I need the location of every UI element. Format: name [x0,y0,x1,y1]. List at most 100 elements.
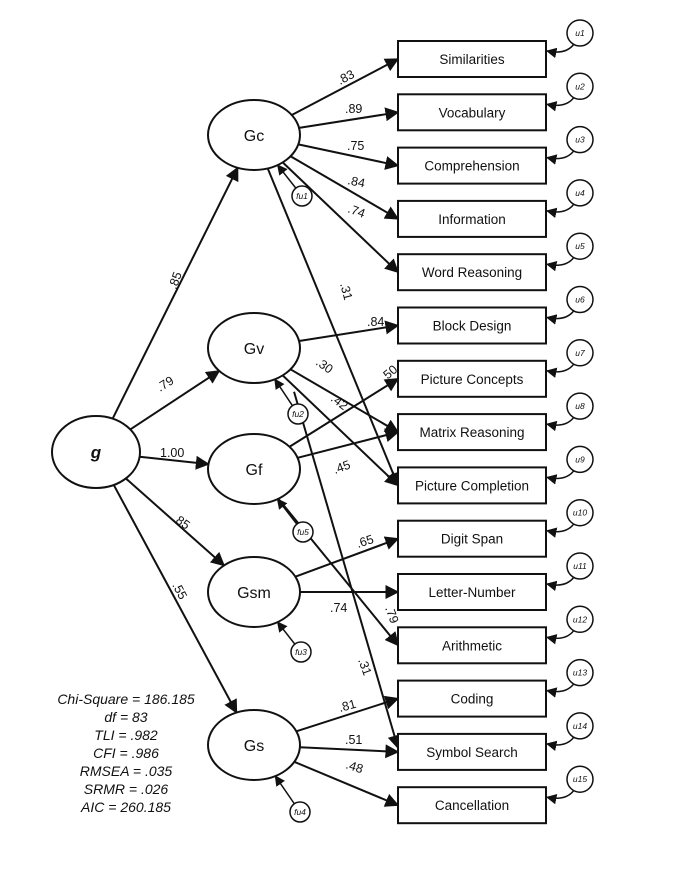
error-label-u1: u1 [575,28,585,38]
path-g-to-gsm [125,477,226,567]
residual-fu5: fu5 [292,521,314,543]
subtest-box-information [397,199,547,238]
subtest-box-picture-completion [397,466,547,505]
error-arrow-u7 [545,363,575,378]
coefficient-labels: .85 .79 1.00 .85 .55 .83 .89 .75 .84 .74… [154,67,401,776]
loading-gf-matrix-reasoning: .45 [331,458,352,477]
factor-gf: Gf [207,433,301,505]
loading-path-gc-information [290,155,400,220]
subtest-label-digit-span: Digit Span [441,532,503,547]
factor-gsm: Gsm [207,556,301,628]
error-circle-u11 [566,552,594,580]
general-factor-label: g [90,443,102,462]
residual-fu2: fu2 [287,403,309,425]
error-circle-u6 [566,285,594,314]
g-loading-gv: .79 [154,373,176,394]
loading-path-gc-similarities [291,58,400,116]
error-label-u10: u10 [573,508,587,518]
subtest-label-block-design: Block Design [433,319,512,334]
fit-statistics: Chi-Square = 186.185 df = 83 TLI = .982 … [57,691,195,815]
loading-path-gf-arithmetic [277,498,399,647]
loading-block-design: .84 [367,315,384,329]
subtest-box-comprehension [397,146,547,185]
error-arrow-u13 [545,683,575,698]
loading-path-gs-coding [296,695,400,733]
error-circle-u1 [566,19,594,47]
loading-path-gv-picture-completion [281,374,400,487]
error-circle-u9 [566,445,594,474]
error-label-u15: u15 [573,774,587,784]
loading-path-gs-cancellation [293,760,400,807]
path-arrows [111,43,575,807]
error-circle-u2 [566,72,594,101]
factor-gc: Gc [207,99,301,171]
loading-comprehension: .75 [347,139,364,153]
loading-cancellation: .48 [344,758,365,777]
loading-path-gc-vocabulary [298,107,400,129]
residual-fu3: fu3 [290,641,312,663]
general-factor-g: g [51,415,141,489]
residual-label-fu3: fu3 [295,647,307,657]
loading-picture-concepts: .50 [378,362,400,384]
loading-digit-span: .65 [355,532,376,551]
residual-arrow-fu5 [276,498,298,525]
subtest-box-similarities [397,40,547,78]
residual-label-fu2: fu2 [292,409,304,419]
fit-rmsea: RMSEA = .035 [80,763,173,779]
loading-letter-number: .74 [330,601,347,615]
subtest-label-symbol-search: Symbol Search [426,745,518,760]
loading-symbol-search: .51 [345,733,362,747]
subtest-label-matrix-reasoning: Matrix Reasoning [419,425,524,440]
subtest-box-letter-number [397,573,547,611]
subtest-box-matrix-reasoning [397,413,547,452]
subtest-label-picture-concepts: Picture Concepts [421,372,524,387]
error-circle-u3 [566,125,594,154]
residual-arrow-fu2 [274,378,294,407]
error-arrow-u3 [545,150,575,165]
subtest-box-block-design [397,306,547,345]
fit-tli: TLI = .982 [94,727,158,743]
path-g-to-gc [111,166,239,420]
fit-srmr: SRMR = .026 [84,781,169,797]
g-loading-gf: 1.00 [160,446,184,460]
loading-path-gv-block-design [298,320,400,342]
loading-arithmetic: .79 [382,604,401,625]
loading-cross-extra: .31 [355,656,374,677]
factor-label-gsm: Gsm [237,585,271,602]
loading-path-gv-matrix-reasoning [289,368,400,433]
subtest-box-symbol-search [397,732,547,771]
factor-gs: Gs [207,709,301,781]
loading-information: .84 [346,173,366,190]
factor-label-gf: Gf [246,462,263,479]
error-label-u7: u7 [575,348,585,358]
error-circle-u8 [566,392,594,420]
subtest-label-arithmetic: Arithmetic [442,638,502,653]
error-circle-u5 [566,232,594,260]
error-label-u5: u5 [575,241,585,251]
loading-similarities: .83 [335,67,357,88]
error-circle-u4 [566,179,594,207]
error-label-u14: u14 [573,721,587,731]
loading-coding: .81 [337,697,357,715]
error-arrow-u6 [545,310,575,325]
residual-fu1: fu1 [291,185,313,207]
error-circle-u14 [566,712,594,740]
error-arrow-u9 [545,469,575,485]
g-loading-gs: .55 [169,580,190,602]
g-loading-gsm: .85 [170,511,192,532]
subtest-label-cancellation: Cancellation [435,798,509,813]
error-label-u3: u3 [575,135,585,145]
residual-fu4: fu4 [289,801,311,823]
error-arrow-u1 [545,43,575,59]
error-circle-u12 [566,605,594,634]
error-label-u8: u8 [575,401,585,411]
loading-path-gc-word-reasoning [282,161,400,274]
loading-path-cross-extra [293,391,402,750]
fit-chi-square: Chi-Square = 186.185 [57,691,195,707]
factor-label-gs: Gs [244,738,264,755]
path-g-to-gs [112,484,238,714]
residual-arrow-fu3 [276,621,296,645]
subtest-box-digit-span [397,519,547,558]
subtest-label-comprehension: Comprehension [424,159,519,174]
